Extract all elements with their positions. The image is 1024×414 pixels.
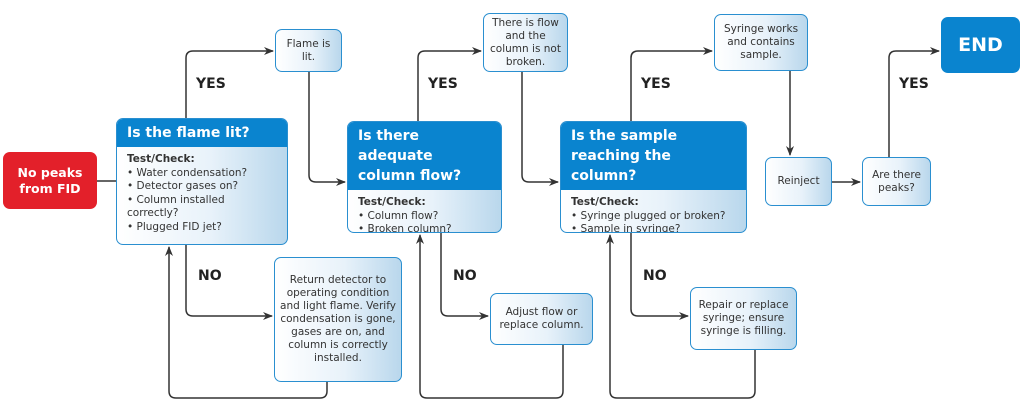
arrow-repair-loop: [606, 234, 756, 399]
outcome-flow-ok: There is flow and the column is not brok…: [483, 13, 568, 72]
check-item: Plugged FID jet?: [136, 220, 222, 233]
question-are-peaks: Are there peaks?: [862, 157, 931, 206]
outcome-flame-lit: Flame is lit.: [275, 29, 342, 72]
no-label: NO: [453, 268, 477, 284]
yes-label: YES: [196, 76, 226, 92]
question-flame-lit: Is the flame lit? Test/Check: • Water co…: [116, 118, 288, 245]
check-item: Column flow?: [367, 209, 439, 222]
yes-label: YES: [899, 76, 929, 92]
arrow-flame-no: [185, 245, 273, 320]
check-label: Test/Check:: [358, 196, 426, 208]
check-item: Water condensation?: [136, 166, 248, 179]
arrow-return-loop: [165, 246, 328, 399]
arrow-peaks-yes: [888, 47, 940, 157]
check-label: Test/Check:: [127, 153, 195, 165]
arrow-flamelit-to-flow: [308, 72, 346, 186]
arrow-flow-yes: [417, 47, 482, 121]
arrow-flame-yes: [185, 47, 274, 118]
arrow-flow-no: [440, 233, 489, 320]
question-title: Is the sample reaching the column?: [561, 122, 746, 190]
question-title: Is there adequate column flow?: [348, 122, 501, 190]
outcome-return-detector: Return detector to operating condition a…: [274, 257, 402, 382]
check-item: Detector gases on?: [136, 180, 239, 192]
outcome-repair-syringe: Repair or replace syringe; ensure syring…: [690, 287, 797, 350]
start-node: No peaks from FID: [3, 152, 97, 209]
arrow-adjust-loop: [416, 234, 564, 399]
yes-label: YES: [428, 76, 458, 92]
question-column-flow: Is there adequate column flow? Test/Chec…: [347, 121, 502, 233]
step-reinject: Reinject: [765, 157, 832, 206]
question-title: Is the flame lit?: [117, 119, 287, 147]
end-node: END: [941, 17, 1020, 73]
no-label: NO: [643, 268, 667, 284]
outcome-syringe-works: Syringe works and contains sample.: [714, 14, 808, 71]
outcome-adjust-flow: Adjust flow or replace column.: [490, 293, 593, 345]
question-sample-reaching: Is the sample reaching the column? Test/…: [560, 121, 747, 233]
check-item: Syringe plugged or broken?: [580, 209, 726, 222]
arrow-flowok-to-sample: [521, 72, 559, 186]
no-label: NO: [198, 268, 222, 284]
check-item: Column installed correctly?: [127, 193, 225, 220]
yes-label: YES: [641, 76, 671, 92]
check-label: Test/Check:: [571, 196, 639, 208]
check-item: Sample in syringe?: [580, 223, 681, 233]
arrow-sample-yes: [630, 47, 713, 121]
check-item: Broken column?: [367, 223, 452, 233]
arrow-sample-no: [630, 233, 689, 320]
